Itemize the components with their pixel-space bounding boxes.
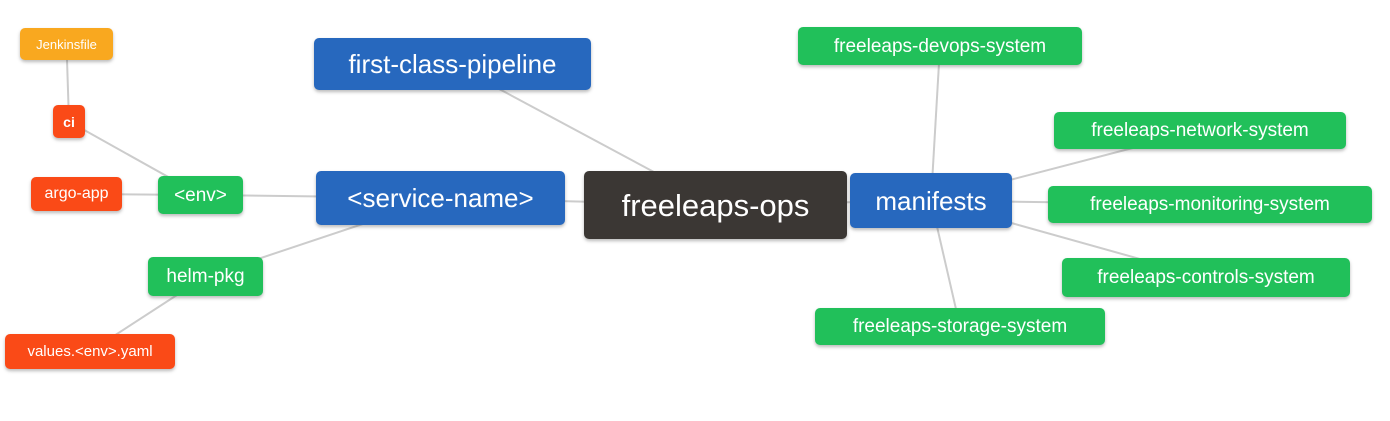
node-freeleaps-devops-system[interactable]: freeleaps-devops-system <box>798 27 1082 65</box>
node-label: <service-name> <box>347 183 534 213</box>
node-label: <env> <box>174 184 227 206</box>
node-label: helm-pkg <box>166 266 245 287</box>
node-label: freeleaps-controls-system <box>1097 267 1315 288</box>
node-label: manifests <box>875 185 987 216</box>
node-freeleaps-monitoring-system[interactable]: freeleaps-monitoring-system <box>1048 186 1372 223</box>
node-values-env-yaml[interactable]: values.<env>.yaml <box>5 334 175 369</box>
node-manifests[interactable]: manifests <box>850 173 1012 228</box>
node-freeleaps-storage-system[interactable]: freeleaps-storage-system <box>815 308 1105 345</box>
node-ci[interactable]: ci <box>53 105 85 138</box>
node-first-class-pipeline[interactable]: first-class-pipeline <box>314 38 591 90</box>
node-label: freeleaps-network-system <box>1091 120 1309 141</box>
node-argo-app[interactable]: argo-app <box>31 177 122 211</box>
node-env[interactable]: <env> <box>158 176 243 214</box>
node-label: first-class-pipeline <box>348 49 557 79</box>
node-label: argo-app <box>44 185 109 202</box>
node-jenkinsfile[interactable]: Jenkinsfile <box>20 28 113 60</box>
node-label: Jenkinsfile <box>36 36 97 52</box>
node-service-name[interactable]: <service-name> <box>316 171 565 225</box>
node-helm-pkg[interactable]: helm-pkg <box>148 257 263 296</box>
node-label: values.<env>.yaml <box>27 343 153 360</box>
node-label: freeleaps-storage-system <box>852 316 1068 337</box>
node-label: freeleaps-monitoring-system <box>1090 194 1330 215</box>
node-label: freeleaps-ops <box>621 187 810 223</box>
node-label: freeleaps-devops-system <box>833 35 1047 57</box>
node-freeleaps-network-system[interactable]: freeleaps-network-system <box>1054 112 1346 149</box>
node-freeleaps-ops[interactable]: freeleaps-ops <box>584 171 847 239</box>
node-freeleaps-controls-system[interactable]: freeleaps-controls-system <box>1062 258 1350 297</box>
node-label: ci <box>63 113 75 130</box>
